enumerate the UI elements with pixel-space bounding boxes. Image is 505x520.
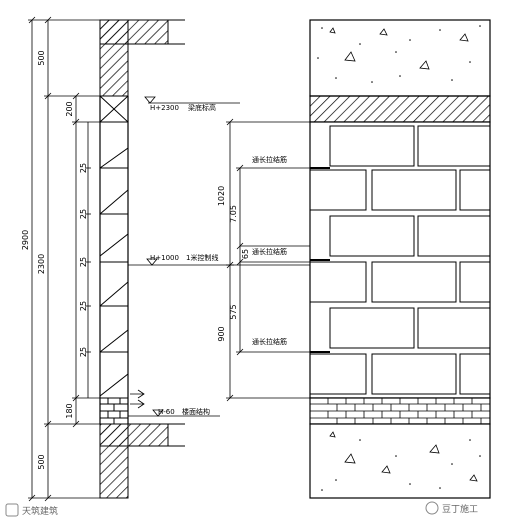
middle-dimensions — [226, 118, 310, 402]
top-elevation-note: 梁底标高 — [188, 103, 216, 112]
bottom-elevation-label: H-60 — [158, 408, 175, 416]
tie-bar-label-1: 通长拉结筋 — [252, 155, 287, 164]
elevation-marker-top: H+2300 梁底标高 — [144, 96, 240, 112]
tie-bar-label-3: 通长拉结筋 — [252, 337, 287, 346]
left-section: 2900 2300 500 500 200 180 25 25 25 25 25… — [21, 16, 310, 502]
bottom-concrete-slab — [309, 423, 491, 499]
watermark-right-text: 豆丁施工 — [442, 503, 478, 515]
watermark-left-text: 天筑建筑 — [22, 505, 58, 517]
top-concrete-slab — [309, 19, 491, 97]
mid-elevation-label: H+1000 — [150, 254, 179, 262]
top-elevation-label: H+2300 — [150, 104, 179, 112]
dimension-chain-left — [28, 16, 100, 502]
elevation-marker-mid: H+1000 1米控制线 — [128, 253, 310, 266]
concrete-dots-top — [317, 25, 481, 83]
watermark-right: 豆丁施工 — [425, 501, 478, 515]
brick-base-verticals — [327, 398, 482, 424]
dim-left-seg-1: 25 — [79, 163, 88, 173]
dim-right-lower: 575 — [229, 304, 238, 319]
dim-left-seg-5: 25 — [79, 347, 88, 357]
dim-left-seg-3: 25 — [79, 257, 88, 267]
dim-beam-gap: 200 — [65, 101, 74, 116]
block-units — [309, 125, 491, 395]
watermark-left: 天筑建筑 — [5, 503, 58, 517]
dim-left-seg-2: 25 — [79, 209, 88, 219]
tie-bar-label-2: 通长拉结筋 — [252, 247, 287, 256]
beam-fill-strip — [309, 95, 491, 123]
concrete-aggregate-bottom — [329, 431, 478, 482]
base-brick-courses — [99, 397, 129, 425]
dim-left-seg-4: 25 — [79, 301, 88, 311]
dim-base-course: 180 — [65, 403, 74, 418]
dim-lower-block: 900 — [217, 326, 226, 341]
block-wall — [309, 121, 491, 399]
right-elevation — [309, 19, 491, 499]
dim-right-mid: 65 — [241, 249, 250, 259]
dim-wall-height: 2300 — [37, 254, 46, 274]
bottom-elevation-note: 楼面结构 — [182, 407, 210, 416]
dim-bottom-slab: 500 — [37, 454, 46, 469]
dim-top-slab: 500 — [37, 50, 46, 65]
elevation-marker-bottom: H-60 楼面结构 — [128, 407, 220, 417]
dim-upper-block: 1020 — [217, 186, 226, 206]
dim-right-upper: 7.05 — [229, 205, 238, 223]
top-slab-concrete — [99, 19, 185, 97]
dim-total: 2900 — [21, 230, 30, 250]
concrete-aggregate-top — [329, 27, 469, 70]
concrete-dots-bottom — [321, 439, 481, 491]
mid-elevation-note: 1米控制线 — [186, 253, 218, 262]
block-courses — [99, 121, 129, 397]
bottom-slab-concrete — [99, 423, 185, 499]
